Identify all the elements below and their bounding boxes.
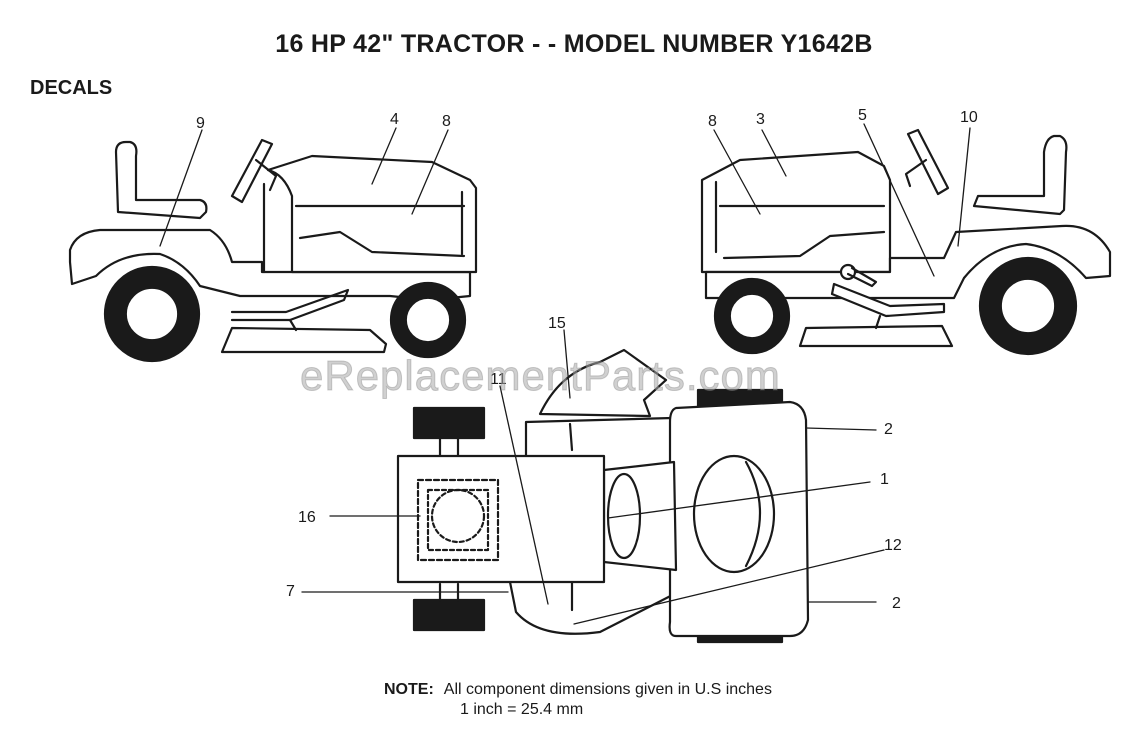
callout-4-left: 4 (390, 111, 399, 128)
callout-3-right: 3 (756, 111, 765, 128)
callout-2-top-upper: 2 (884, 421, 893, 438)
callout-1-top: 1 (880, 471, 889, 488)
callout-2-top-lower: 2 (892, 595, 901, 612)
diagram-title: 16 HP 42" TRACTOR - - MODEL NUMBER Y1642… (275, 30, 873, 58)
callout-9-left: 9 (196, 115, 205, 132)
callout-7-top: 7 (286, 583, 295, 600)
dimension-note: NOTE: All component dimensions given in U… (384, 680, 772, 718)
section-label: DECALS (30, 77, 113, 99)
callout-8-right: 8 (708, 113, 717, 130)
note-line-1: All component dimensions given in U.S in… (443, 681, 772, 698)
callout-12-top: 12 (884, 537, 902, 554)
tractor-right-view (700, 128, 1112, 356)
callout-8-left: 8 (442, 113, 451, 130)
callout-15-top: 15 (548, 315, 566, 332)
watermark: eReplacementParts.com (300, 352, 781, 400)
note-line-2: 1 inch = 25.4 mm (460, 701, 584, 718)
callout-16-top: 16 (298, 509, 316, 526)
tractor-left-view (68, 138, 478, 363)
callout-5-right: 5 (858, 107, 867, 124)
callout-11-top: 11 (490, 371, 507, 388)
callout-10-right: 10 (960, 109, 978, 126)
note-label: NOTE: (384, 681, 434, 698)
